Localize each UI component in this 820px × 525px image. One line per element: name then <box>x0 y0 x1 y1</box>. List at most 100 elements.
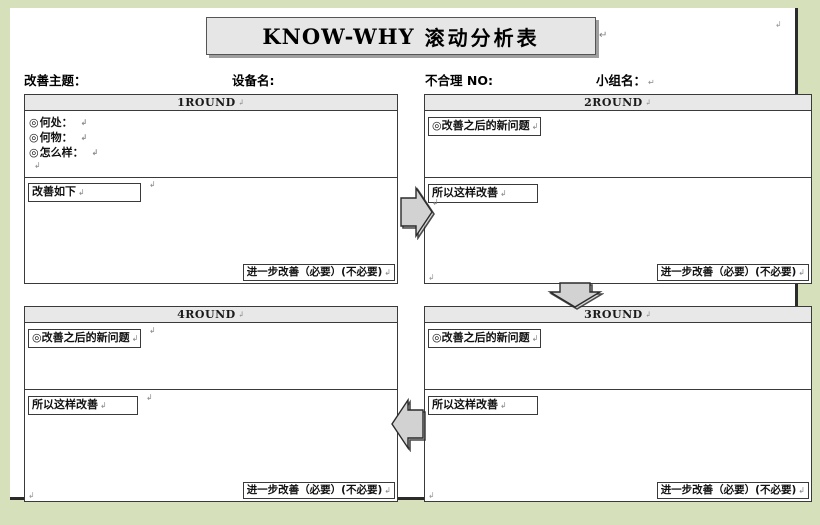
arrow-left-icon <box>391 397 426 452</box>
round-1-divider <box>25 177 397 178</box>
round-1-improve-mark: ↲ <box>78 188 85 197</box>
round-2-footer-mark: ↲ <box>798 268 805 277</box>
field-label-team: 小组名：↵ <box>596 70 655 89</box>
round-4-header-mark: ↲ <box>237 310 245 319</box>
round-3-footer-mark: ↲ <box>798 486 805 495</box>
team-pilcrow-mark: ↵ <box>648 78 655 87</box>
round-1-improve-label-text: 改善如下 <box>32 185 76 198</box>
round-2-newproblem-row: ◎改善之后的新问题↲ <box>425 111 541 136</box>
round-4-divider <box>25 389 397 390</box>
round-3-divider <box>425 389 811 390</box>
round-2-newproblem-label: ◎改善之后的新问题↲ <box>428 117 541 136</box>
round-3-cause-text: 所以这样改善 <box>432 398 498 411</box>
round-1-footer-text: 进一步改善（必要）(不必要) <box>246 266 383 278</box>
bullet-where-mark: ↲ <box>80 118 88 127</box>
round-4-newproblem-stray: ↲ <box>149 326 156 335</box>
field-label-defect-no: 不合理 NO: <box>425 73 493 88</box>
round-3-cause-label: 所以这样改善↲ <box>428 396 538 415</box>
round-2-newproblem-text: ◎改善之后的新问题 <box>432 119 530 132</box>
round-4-cause-label: 所以这样改善↲ <box>28 396 138 415</box>
arrow-right-icon <box>400 185 435 240</box>
round-1-question-list: ◎何处：↲ ◎何物：↲ ◎怎么样：↲ ↲ <box>25 111 397 172</box>
round-3-header: 3ROUND↲ <box>425 307 811 323</box>
title-shadow-frame: KNOW-WHY 滚动分析表 <box>206 17 596 55</box>
round-1-panel[interactable]: 1ROUND↲ ◎何处：↲ ◎何物：↲ ◎怎么样：↲ ↲ 改善如下↲↲ <box>24 94 398 284</box>
round-2-cause-label: 所以这样改善↲ <box>428 184 538 203</box>
round-2-footer-label[interactable]: 进一步改善（必要）(不必要)↲ <box>656 264 809 281</box>
round-2-divider <box>425 177 811 178</box>
round-2-newproblem-mark: ↲ <box>531 122 539 131</box>
title-pilcrow-mark: ↵ <box>599 30 608 41</box>
bullet-circle-icon: ◎ <box>29 131 39 144</box>
bullet-what: ◎何物： ↲ <box>29 130 397 145</box>
bullet-where: ◎何处： ↲ <box>29 115 397 130</box>
round-2-cause-text: 所以这样改善 <box>432 186 498 199</box>
round-1-stray-mark: ↲ <box>34 161 41 170</box>
round-1-improve-label: 改善如下↲ <box>28 183 141 202</box>
arrow-down-icon <box>547 282 604 310</box>
round-3-newproblem-mark: ↲ <box>531 334 539 343</box>
bullet-how-mark: ↲ <box>91 148 99 157</box>
round-4-newproblem-label: ◎改善之后的新问题↲ <box>28 329 141 348</box>
round-3-cause-row: 所以这样改善↲ <box>425 390 538 415</box>
round-2-header-mark: ↲ <box>644 98 652 107</box>
bullet-how: ◎怎么样： ↲ <box>29 145 397 160</box>
round-2-stray-mark: ↲ <box>432 198 439 207</box>
round-3-newproblem-text: ◎改善之后的新问题 <box>432 331 530 344</box>
round-2-header-text: 2ROUND <box>584 96 643 109</box>
round-3-header-text: 3ROUND <box>584 308 643 321</box>
round-4-cause-mark: ↲ <box>100 401 107 410</box>
page-stray-mark-top: ↲ <box>775 20 782 29</box>
round-3-footer-text: 进一步改善（必要）(不必要) <box>660 484 797 496</box>
round-2-panel[interactable]: 2ROUND↲ ◎改善之后的新问题↲ 所以这样改善↲ ↲ 进一步改善（必要）(不… <box>424 94 812 284</box>
round-4-footer-label[interactable]: 进一步改善（必要）(不必要)↲ <box>242 482 395 499</box>
title-latin: KNOW-WHY <box>262 23 415 49</box>
document-page: KNOW-WHY 滚动分析表 ↵ 改善主题： 设备名: 不合理 NO: 小组名：… <box>10 8 812 502</box>
round-4-cause-text: 所以这样改善 <box>32 398 98 411</box>
round-1-body: ◎何处：↲ ◎何物：↲ ◎怎么样：↲ ↲ 改善如下↲↲ 进一步改善（必要）(不必… <box>25 111 397 284</box>
round-3-footer-label[interactable]: 进一步改善（必要）(不必要)↲ <box>656 482 809 499</box>
round-4-cause-stray: ↲ <box>146 393 153 402</box>
round-2-header: 2ROUND↲ <box>425 95 811 111</box>
round-4-header: 4ROUND↲ <box>25 307 397 323</box>
document-title-box: KNOW-WHY 滚动分析表 <box>206 17 596 55</box>
round-2-body: ◎改善之后的新问题↲ 所以这样改善↲ ↲ 进一步改善（必要）(不必要)↲ ↲ <box>425 111 811 284</box>
bullet-how-text: 怎么样： <box>39 146 84 159</box>
round-1-footer-label[interactable]: 进一步改善（必要）(不必要)↲ <box>242 264 395 281</box>
round-3-cause-mark: ↲ <box>500 401 507 410</box>
round-1-header-mark: ↲ <box>237 98 245 107</box>
round-1-improve-row: 改善如下↲↲ <box>25 178 156 202</box>
title-cjk: 滚动分析表 <box>424 25 540 50</box>
round-4-newproblem-text: ◎改善之后的新问题 <box>32 331 130 344</box>
bullet-where-text: 何处： <box>39 116 73 129</box>
round-4-panel[interactable]: 4ROUND↲ ◎改善之后的新问题↲↲ 所以这样改善↲↲ 进一步改善（必要）(不… <box>24 306 398 502</box>
round-4-newproblem-mark: ↲ <box>131 334 139 343</box>
bullet-circle-icon: ◎ <box>29 146 39 159</box>
round-4-cause-row: 所以这样改善↲↲ <box>25 390 153 415</box>
round-1-header: 1ROUND↲ <box>25 95 397 111</box>
round-2-cause-row: 所以这样改善↲ <box>425 178 538 203</box>
field-label-equipment: 设备名: <box>232 73 275 88</box>
round-2-cause-mark: ↲ <box>500 189 507 198</box>
round-3-corner-mark: ↲ <box>428 491 435 500</box>
round-2-footer-text: 进一步改善（必要）(不必要) <box>660 266 797 278</box>
round-3-body: ◎改善之后的新问题↲ 所以这样改善↲ 进一步改善（必要）(不必要)↲ ↲ <box>425 323 811 502</box>
round-4-footer-mark: ↲ <box>384 486 391 495</box>
round-4-corner-mark: ↲ <box>28 491 35 500</box>
bullet-circle-icon: ◎ <box>29 116 39 129</box>
field-label-team-text: 小组名： <box>596 73 647 88</box>
round-2-corner-mark: ↲ <box>428 273 435 282</box>
round-3-panel[interactable]: 3ROUND↲ ◎改善之后的新问题↲ 所以这样改善↲ 进一步改善（必要）(不必要… <box>424 306 812 502</box>
field-label-subject: 改善主题： <box>24 73 87 88</box>
round-4-newproblem-row: ◎改善之后的新问题↲↲ <box>25 323 156 348</box>
bullet-what-mark: ↲ <box>80 133 88 142</box>
bullet-what-text: 何物： <box>39 131 73 144</box>
round-3-header-mark: ↲ <box>644 310 652 319</box>
round-4-header-text: 4ROUND <box>177 308 236 321</box>
round-3-newproblem-label: ◎改善之后的新问题↲ <box>428 329 541 348</box>
round-4-body: ◎改善之后的新问题↲↲ 所以这样改善↲↲ 进一步改善（必要）(不必要)↲ ↲ <box>25 323 397 502</box>
round-4-footer-text: 进一步改善（必要）(不必要) <box>246 484 383 496</box>
round-1-footer-mark: ↲ <box>384 268 391 277</box>
round-1-header-text: 1ROUND <box>177 96 236 109</box>
round-1-improve-stray: ↲ <box>149 180 156 189</box>
